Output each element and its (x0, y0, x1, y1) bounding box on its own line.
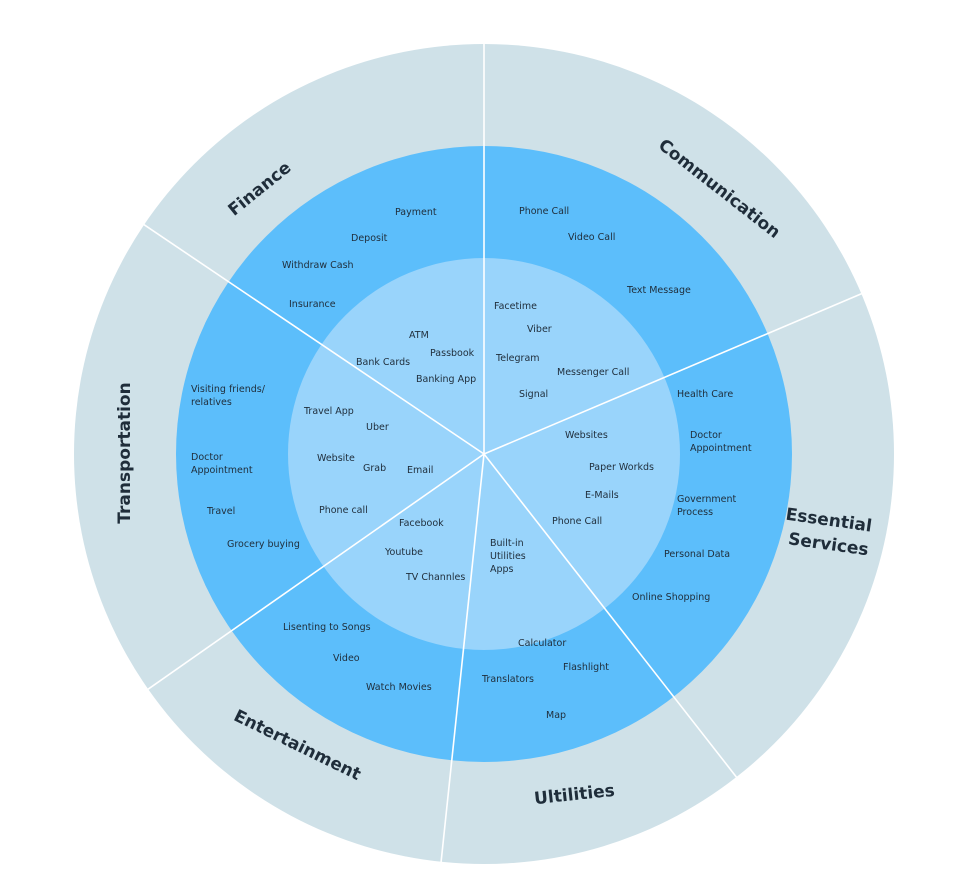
item-phone-call-essential: Phone Call (552, 516, 602, 527)
item-travel: Travel (206, 506, 235, 517)
item-banking-app: Banking App (416, 374, 476, 385)
item-translators: Translators (481, 674, 534, 685)
item-phone-call-transport: Phone call (319, 505, 368, 516)
item-e-mails: E-Mails (585, 490, 619, 501)
divider-entertainment-transportation (146, 453, 485, 691)
item-website: Website (317, 453, 355, 464)
item-insurance: Insurance (289, 299, 336, 310)
item-deposit: Deposit (351, 233, 388, 244)
divider-utilities-entertainment (440, 453, 485, 864)
item-payment: Payment (395, 207, 437, 218)
item-built-in-utilities-apps: Built-in Utilities Apps (490, 538, 529, 575)
item-messenger-call: Messenger Call (557, 367, 629, 378)
item-bank-cards: Bank Cards (356, 357, 410, 368)
item-facetime: Facetime (494, 301, 537, 312)
item-doctor-appointment-transport: Doctor Appointment (191, 452, 253, 476)
item-passbook: Passbook (430, 348, 475, 359)
item-visiting-friends: Visiting friends/ relatives (191, 384, 268, 408)
item-youtube: Youtube (384, 547, 423, 558)
item-map: Map (546, 710, 566, 721)
item-flashlight: Flashlight (563, 662, 609, 673)
item-email: Email (407, 465, 433, 476)
item-facebook: Facebook (399, 518, 444, 529)
category-label-transportation: Transportation (115, 382, 135, 523)
item-websites: Websites (565, 430, 608, 441)
item-doctor-appointment-essential: Doctor Appointment (690, 430, 752, 454)
item-telegram: Telegram (495, 353, 540, 364)
item-grocery-buying: Grocery buying (227, 539, 300, 550)
item-tv-channels: TV Channles (405, 572, 465, 583)
item-video-call: Video Call (568, 232, 615, 243)
item-health-care: Health Care (677, 389, 733, 400)
item-withdraw-cash: Withdraw Cash (282, 260, 354, 271)
item-travel-app: Travel App (303, 406, 354, 417)
item-atm: ATM (409, 330, 429, 341)
divider-essential-utilities (483, 453, 739, 780)
item-phone-call: Phone Call (519, 206, 569, 217)
divider-communication-essential (483, 292, 864, 455)
item-watch-movies: Watch Movies (366, 682, 432, 693)
item-text-message: Text Message (626, 285, 691, 296)
divider-transportation-finance (141, 222, 485, 455)
sector-dividers (141, 42, 864, 864)
item-calculator: Calculator (518, 638, 566, 649)
item-signal: Signal (519, 389, 548, 400)
item-personal-data: Personal Data (664, 549, 730, 560)
middle-ring-items: Payment Deposit Withdraw Cash Insurance … (191, 206, 752, 721)
item-government-process: Government Process (677, 494, 739, 518)
item-grab: Grab (363, 463, 386, 474)
item-listening-to-songs: Lisenting to Songs (283, 622, 371, 633)
item-uber: Uber (366, 422, 389, 433)
item-paper-works: Paper Workds (589, 462, 654, 473)
item-online-shopping: Online Shopping (632, 592, 710, 603)
inner-disc-items: ATM Passbook Bank Cards Banking App Face… (303, 301, 654, 583)
item-video: Video (333, 653, 360, 664)
item-viber: Viber (527, 324, 552, 335)
